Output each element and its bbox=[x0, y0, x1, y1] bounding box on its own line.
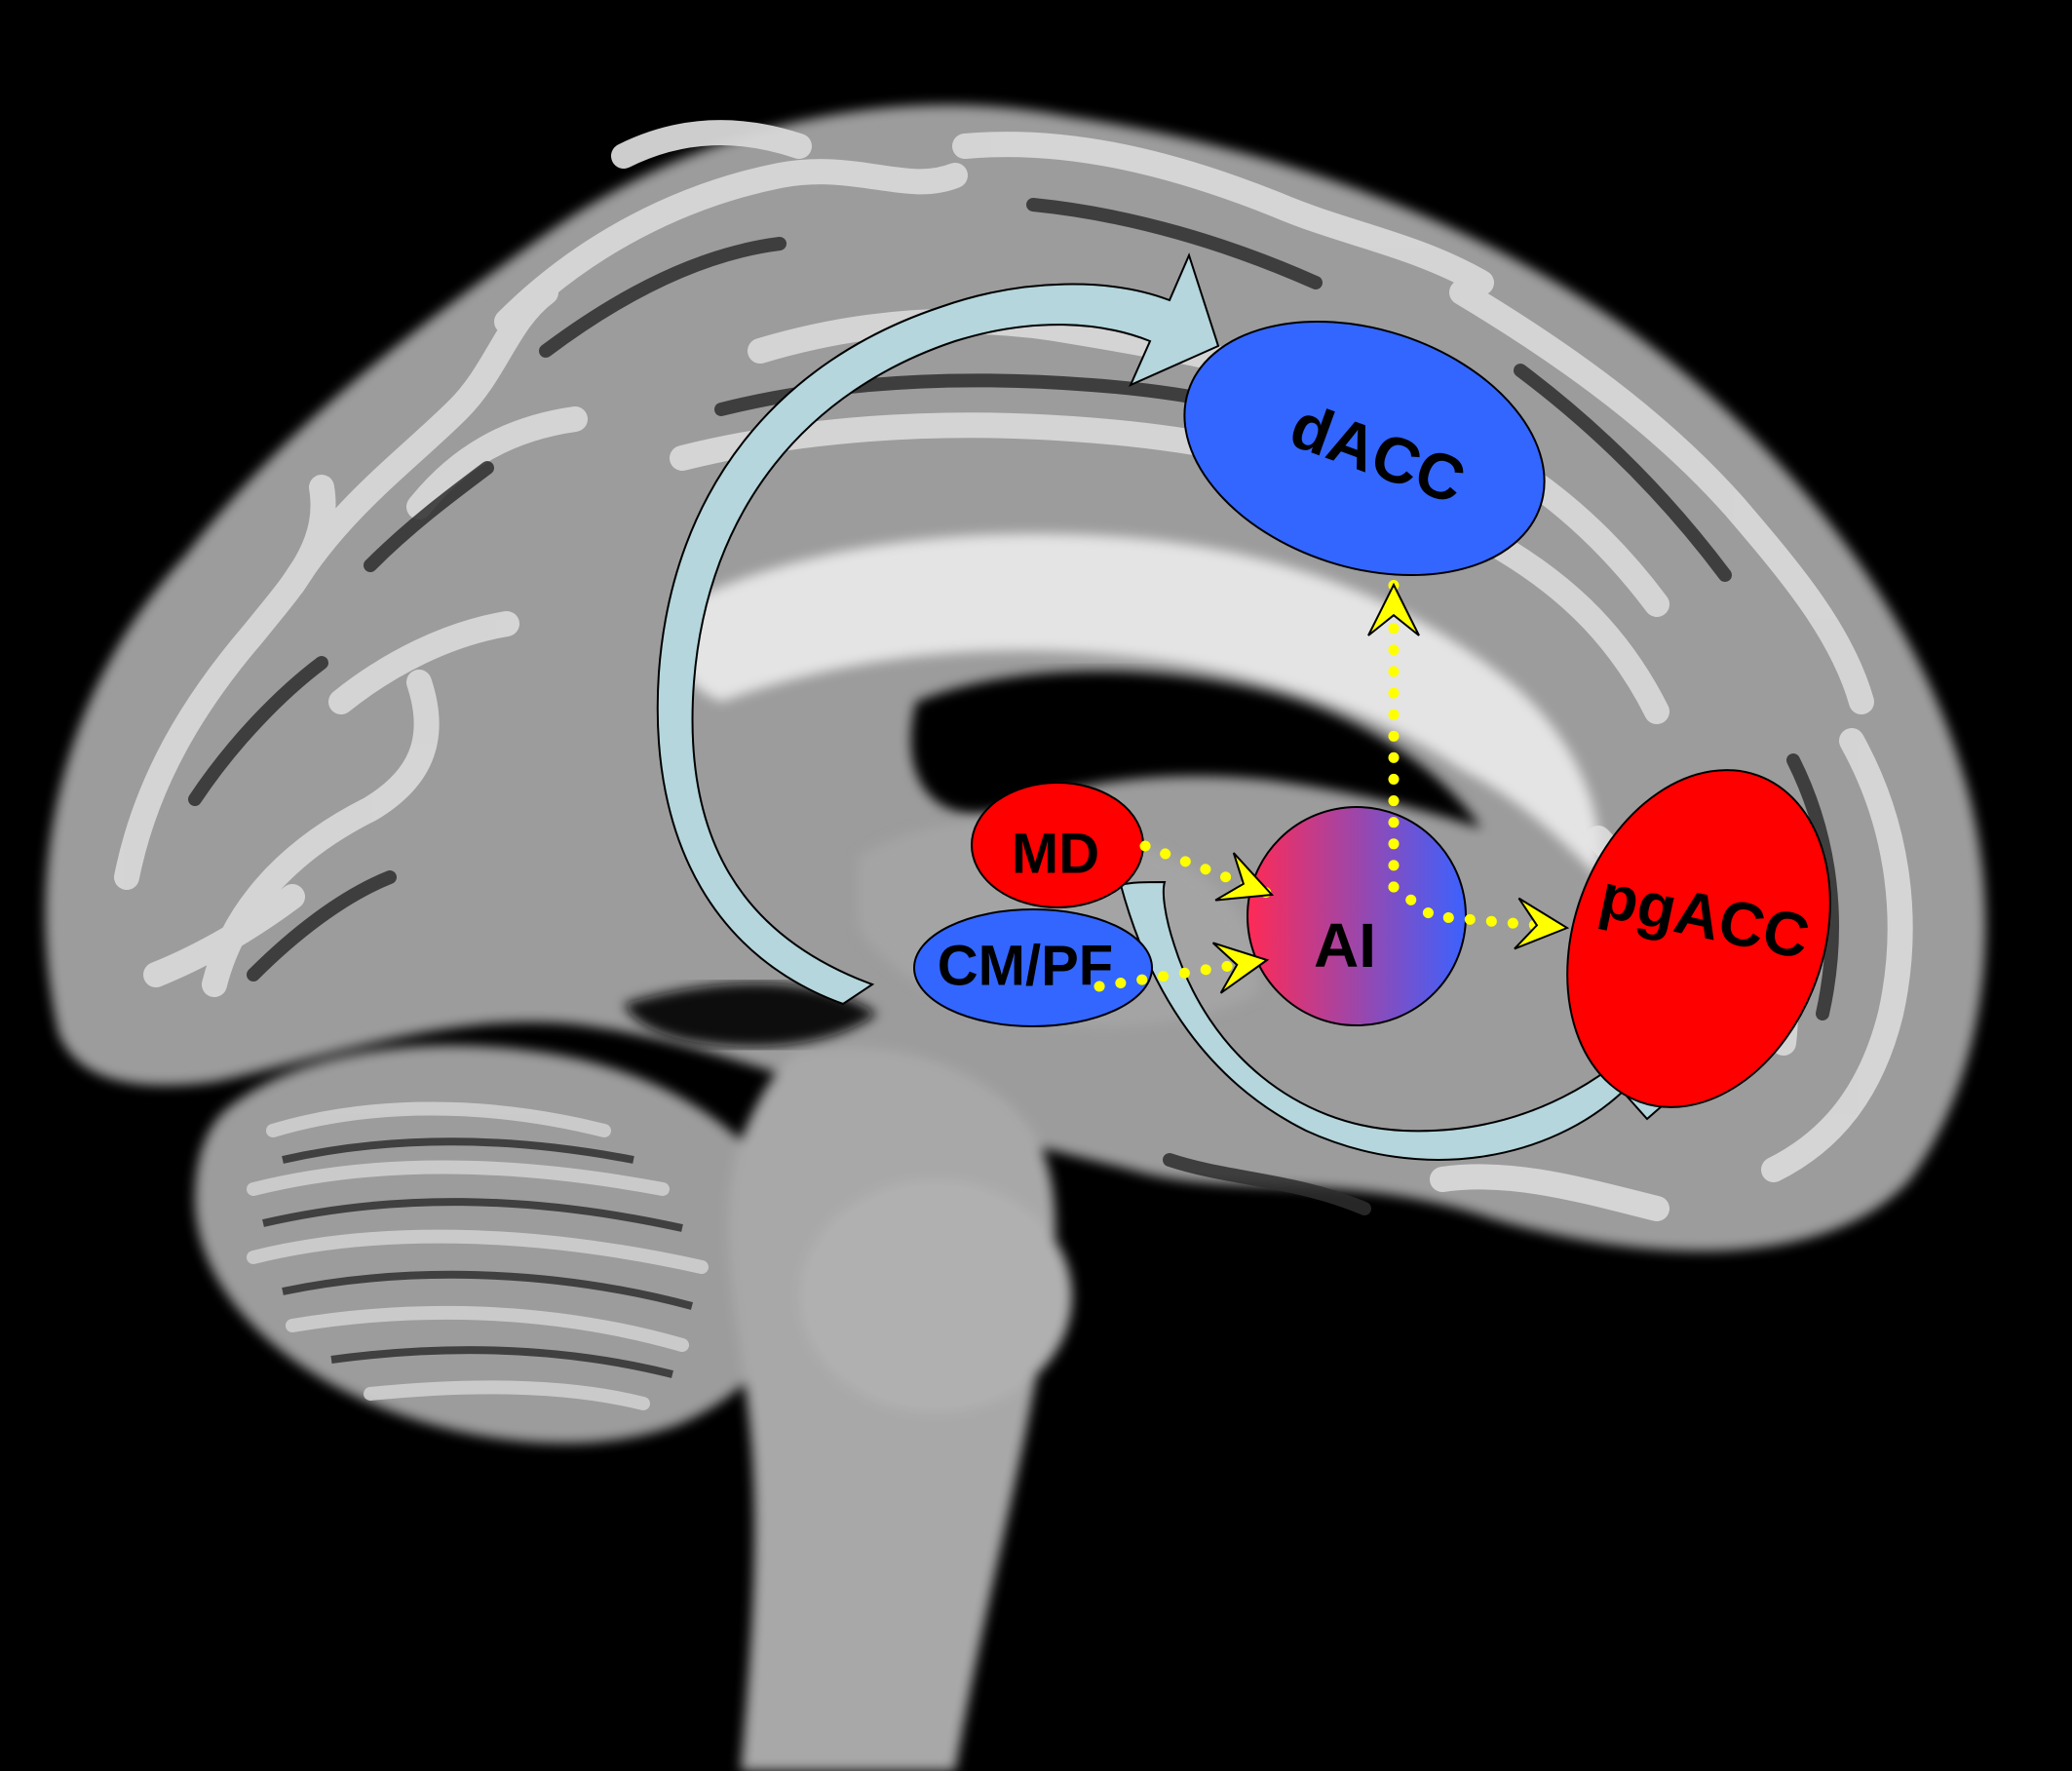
regions bbox=[913, 278, 1875, 1144]
pons bbox=[799, 1179, 1072, 1413]
dacc-region[interactable] bbox=[1152, 278, 1578, 618]
dotted-arrow-ai-to-pgacc bbox=[1388, 881, 1573, 950]
dotted-arrows bbox=[1094, 579, 1573, 994]
arrow-cmpf-to-dacc bbox=[656, 252, 1220, 1006]
ai-label: AI bbox=[1314, 910, 1376, 981]
dotted-line bbox=[1094, 954, 1273, 992]
transverse-fissure bbox=[624, 982, 877, 1047]
dotted-arrow-md-to-ai bbox=[1139, 840, 1278, 902]
dotted-line bbox=[1388, 881, 1573, 934]
large-arrows bbox=[656, 252, 1725, 1161]
arrowhead bbox=[1214, 852, 1275, 902]
cm-pf-label: CM/PF bbox=[938, 934, 1113, 997]
cerebellum-sulci bbox=[262, 1137, 694, 1378]
arrowhead bbox=[1514, 897, 1570, 950]
md-label: MD bbox=[1012, 822, 1099, 885]
dotted-arrow-ai-to-dacc bbox=[1367, 579, 1420, 893]
arrowhead bbox=[1211, 942, 1270, 994]
cm-pf-region[interactable] bbox=[913, 908, 1153, 1027]
pgacc-region[interactable] bbox=[1522, 733, 1875, 1144]
corpus-callosum bbox=[672, 533, 1600, 877]
dotted-arrow-cmpf-to-ai bbox=[1094, 942, 1273, 994]
arrowhead bbox=[1367, 582, 1420, 636]
cerebellum-folia bbox=[247, 1101, 709, 1410]
arrow-md-to-pgacc bbox=[1119, 880, 1725, 1161]
